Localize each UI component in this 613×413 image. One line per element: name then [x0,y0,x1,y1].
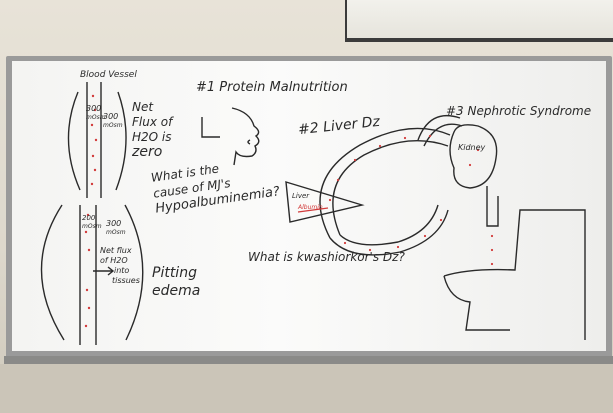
circulation-loop [319,114,499,256]
vessel-wall-right-upper [115,91,127,191]
loop-dots [328,134,494,266]
kwashiorkor-question: What is kwashiorkor's Dz? [248,250,405,264]
liver-drawing [285,181,365,223]
net-flux-zero-line-2: Flux of [132,115,173,129]
osm-left-value: 300 [86,104,102,113]
loop-inner-bottom [339,204,439,246]
head-profile-drawing [201,107,260,166]
marker-tray [4,356,613,364]
arrow-into-tissue [93,266,115,276]
vessel-wall-left-lower [40,204,65,341]
albumin-label: Albumin [298,204,323,211]
kidney-label: Kidney [458,143,486,152]
net-flux-tissue-line-3: into [114,266,130,275]
loop-outer-bottom [329,209,449,256]
mouth [247,139,251,145]
osm-right-value: 300 [103,112,119,121]
renal-artery-b [423,123,463,147]
vessel-top-label: Blood Vessel [80,70,137,80]
osm-lower-left-unit: mOsm [82,223,102,230]
pitting-edema-text: Pitting edema [152,264,200,300]
net-flux-tissue-line-2: of H2O [100,256,128,265]
osm-lower-left-value: 200 [82,214,96,222]
projector-screen [345,0,613,42]
vessel-wall-left-upper [67,91,81,191]
osm-left-unit: mOsm [86,114,106,121]
albumin-underline [297,207,329,213]
face-outline [231,107,260,166]
ureter [486,186,499,227]
toilet-drawing [443,209,586,340]
net-flux-tissue-text: Net flux of H2O into tissues [100,246,140,286]
loop-outer-top [319,127,451,239]
net-flux-zero-line-4: zero [132,144,163,160]
osm-lower-right-unit: mOsm [106,229,126,236]
liver-label: Liver [292,192,310,200]
kidney-outline [449,124,498,189]
upper-vessel-diagram [67,82,127,198]
net-flux-zero-text: Net Flux of H2O is zero [132,100,172,160]
net-flux-tissue-line-4: tissues [112,276,140,285]
lower-vessel-diagram [40,204,144,345]
net-flux-zero-line-1: Net [132,100,154,114]
lower-vessel-dots [84,213,91,328]
toilet-tank [443,209,586,340]
liver-triangle [285,181,365,223]
lower-wall [0,364,613,413]
loop-inner-top [332,140,449,236]
protein-malnutrition-title: #1 Protein Malnutrition [196,80,348,95]
upper-vessel-dots [90,94,98,186]
whiteboard [12,61,606,351]
vessel-wall-right-lower [124,204,144,341]
osm-right-unit: mOsm [103,122,123,129]
arrow-to-face [201,117,220,138]
net-flux-tissue-line-1: Net flux [100,246,132,255]
pitting-line-1: Pitting [152,265,197,281]
nephrotic-syndrome-title: #3 Nephrotic Syndrome [446,104,592,118]
toilet-bowl [443,275,510,331]
net-flux-zero-line-3: H2O is [132,130,172,144]
renal-artery-a [417,114,461,141]
osm-lower-right-value: 300 [106,219,122,228]
pitting-line-2: edema [152,283,201,299]
